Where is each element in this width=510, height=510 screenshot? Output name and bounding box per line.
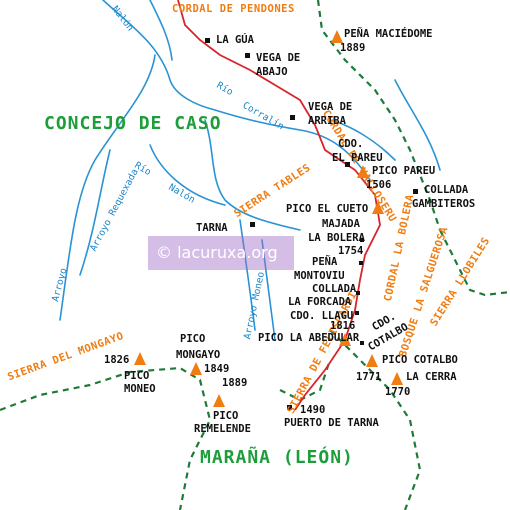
marker-tarna (250, 222, 255, 227)
peak-label-mongayo-1: PICO (180, 333, 206, 345)
region-marana: MARAÑA (LEÓN) (200, 447, 354, 468)
border-east (439, 229, 510, 297)
marker-puerto (287, 405, 292, 410)
border-south-right (329, 329, 422, 510)
border-mid (279, 359, 332, 402)
peak-elev-cotalbo: 1771 (356, 371, 382, 383)
river-nalon-branch (149, 0, 173, 61)
river-corralin (204, 119, 301, 231)
place-montoviu-1: PEÑA (312, 256, 338, 268)
peak-label-cotalbo: PICO COTALBO (382, 354, 458, 366)
marker-la-gua (205, 38, 210, 43)
peak-elev-pareu: 1506 (366, 179, 392, 191)
peak-remelende (213, 394, 225, 407)
peak-moneo (134, 352, 146, 365)
peak-label-moneo-1: PICO (124, 370, 150, 382)
region-concejo: CONCEJO DE CASO (44, 113, 222, 134)
marker-vega-abajo (245, 53, 250, 58)
river-requexada (79, 149, 111, 276)
place-vega-abajo-1: VEGA DE (256, 52, 301, 64)
place-vega-arriba-2: ARRIBA (308, 115, 346, 127)
place-gambiteros-2: GAMBITEROS (412, 198, 476, 210)
range-pendones: CORDAL DE PENDONES (172, 3, 295, 15)
peak-label-maciedome: PEÑA MACIÉDOME (344, 28, 433, 40)
place-gambiteros-1: COLLADA (424, 184, 469, 196)
peak-label-abedular: PICO LA ABEDULAR (258, 332, 360, 344)
place-vega-arriba-1: VEGA DE (308, 101, 353, 113)
peak-elev-mongayo: 1849 (204, 363, 230, 375)
river-mid (149, 144, 226, 206)
marker-montoviu (359, 261, 363, 265)
river-nalon-upper (102, 0, 371, 181)
place-puerto-tarna: PUERTO DE TARNA (284, 417, 379, 429)
place-pareu-1: CDO. (338, 138, 364, 150)
peak-label-pareu: PICO PAREU (372, 165, 436, 177)
peak-pareu (357, 165, 369, 178)
river-moneo (261, 239, 276, 341)
river-tarna (239, 219, 256, 331)
marker-cotalbo (360, 341, 364, 345)
border-north (316, 0, 442, 231)
marker-forcada (356, 291, 360, 295)
peak-maciedome (331, 30, 343, 43)
peak-label-remelende-2: REMELENDE (194, 423, 251, 435)
place-puerto-tarna-elev: 1490 (300, 404, 326, 416)
place-forcada-1: COLLADA (312, 283, 357, 295)
peak-label-moneo-2: MONEO (124, 383, 156, 395)
place-tarna: TARNA (196, 222, 228, 234)
place-pareu-2: EL PAREU (332, 152, 383, 164)
peak-elev-maciedome: 1889 (340, 42, 366, 54)
peak-cerra (391, 372, 403, 385)
peak-elev-cueto: 1754 (338, 245, 364, 257)
border-south (0, 366, 212, 510)
place-majada-2: LA BOLERA (308, 232, 365, 244)
place-la-gua: LA GÚA (216, 34, 254, 46)
peaks (134, 30, 403, 407)
peak-label-remelende-1: PICO (213, 410, 239, 422)
marker-majada (360, 238, 364, 242)
peak-elev-cerra: 1770 (385, 386, 411, 398)
peak-abedular (339, 333, 351, 346)
place-majada-1: MAJADA (322, 218, 360, 230)
marker-llagu (355, 311, 359, 315)
marker-pareu (345, 162, 350, 167)
place-vega-abajo-2: ABAJO (256, 66, 288, 78)
peak-mongayo (190, 362, 202, 375)
river-upper-right (394, 79, 441, 171)
place-llagu: CDO. LLAGU (290, 310, 354, 322)
marker-vega-arriba (290, 115, 295, 120)
place-forcada-2: LA FORCADA (288, 296, 352, 308)
river-east (329, 119, 396, 161)
marker-gambiteros (413, 189, 418, 194)
watermark: © lacuruxa.org 2024 (148, 236, 294, 296)
peak-cotalbo (366, 354, 378, 367)
peak-cueto (372, 201, 384, 214)
peak-elev-moneo: 1826 (104, 354, 130, 366)
river-left-main (59, 54, 156, 321)
peak-label-cueto: PICO EL CUETO (286, 203, 369, 215)
peak-label-mongayo-2: MONGAYO (176, 349, 221, 361)
place-montoviu-2: MONTOVIU (294, 270, 345, 282)
peak-elev-abedular: 1816 (330, 320, 356, 332)
peak-elev-remelende: 1889 (222, 377, 248, 389)
peak-label-cerra: LA CERRA (406, 371, 457, 383)
